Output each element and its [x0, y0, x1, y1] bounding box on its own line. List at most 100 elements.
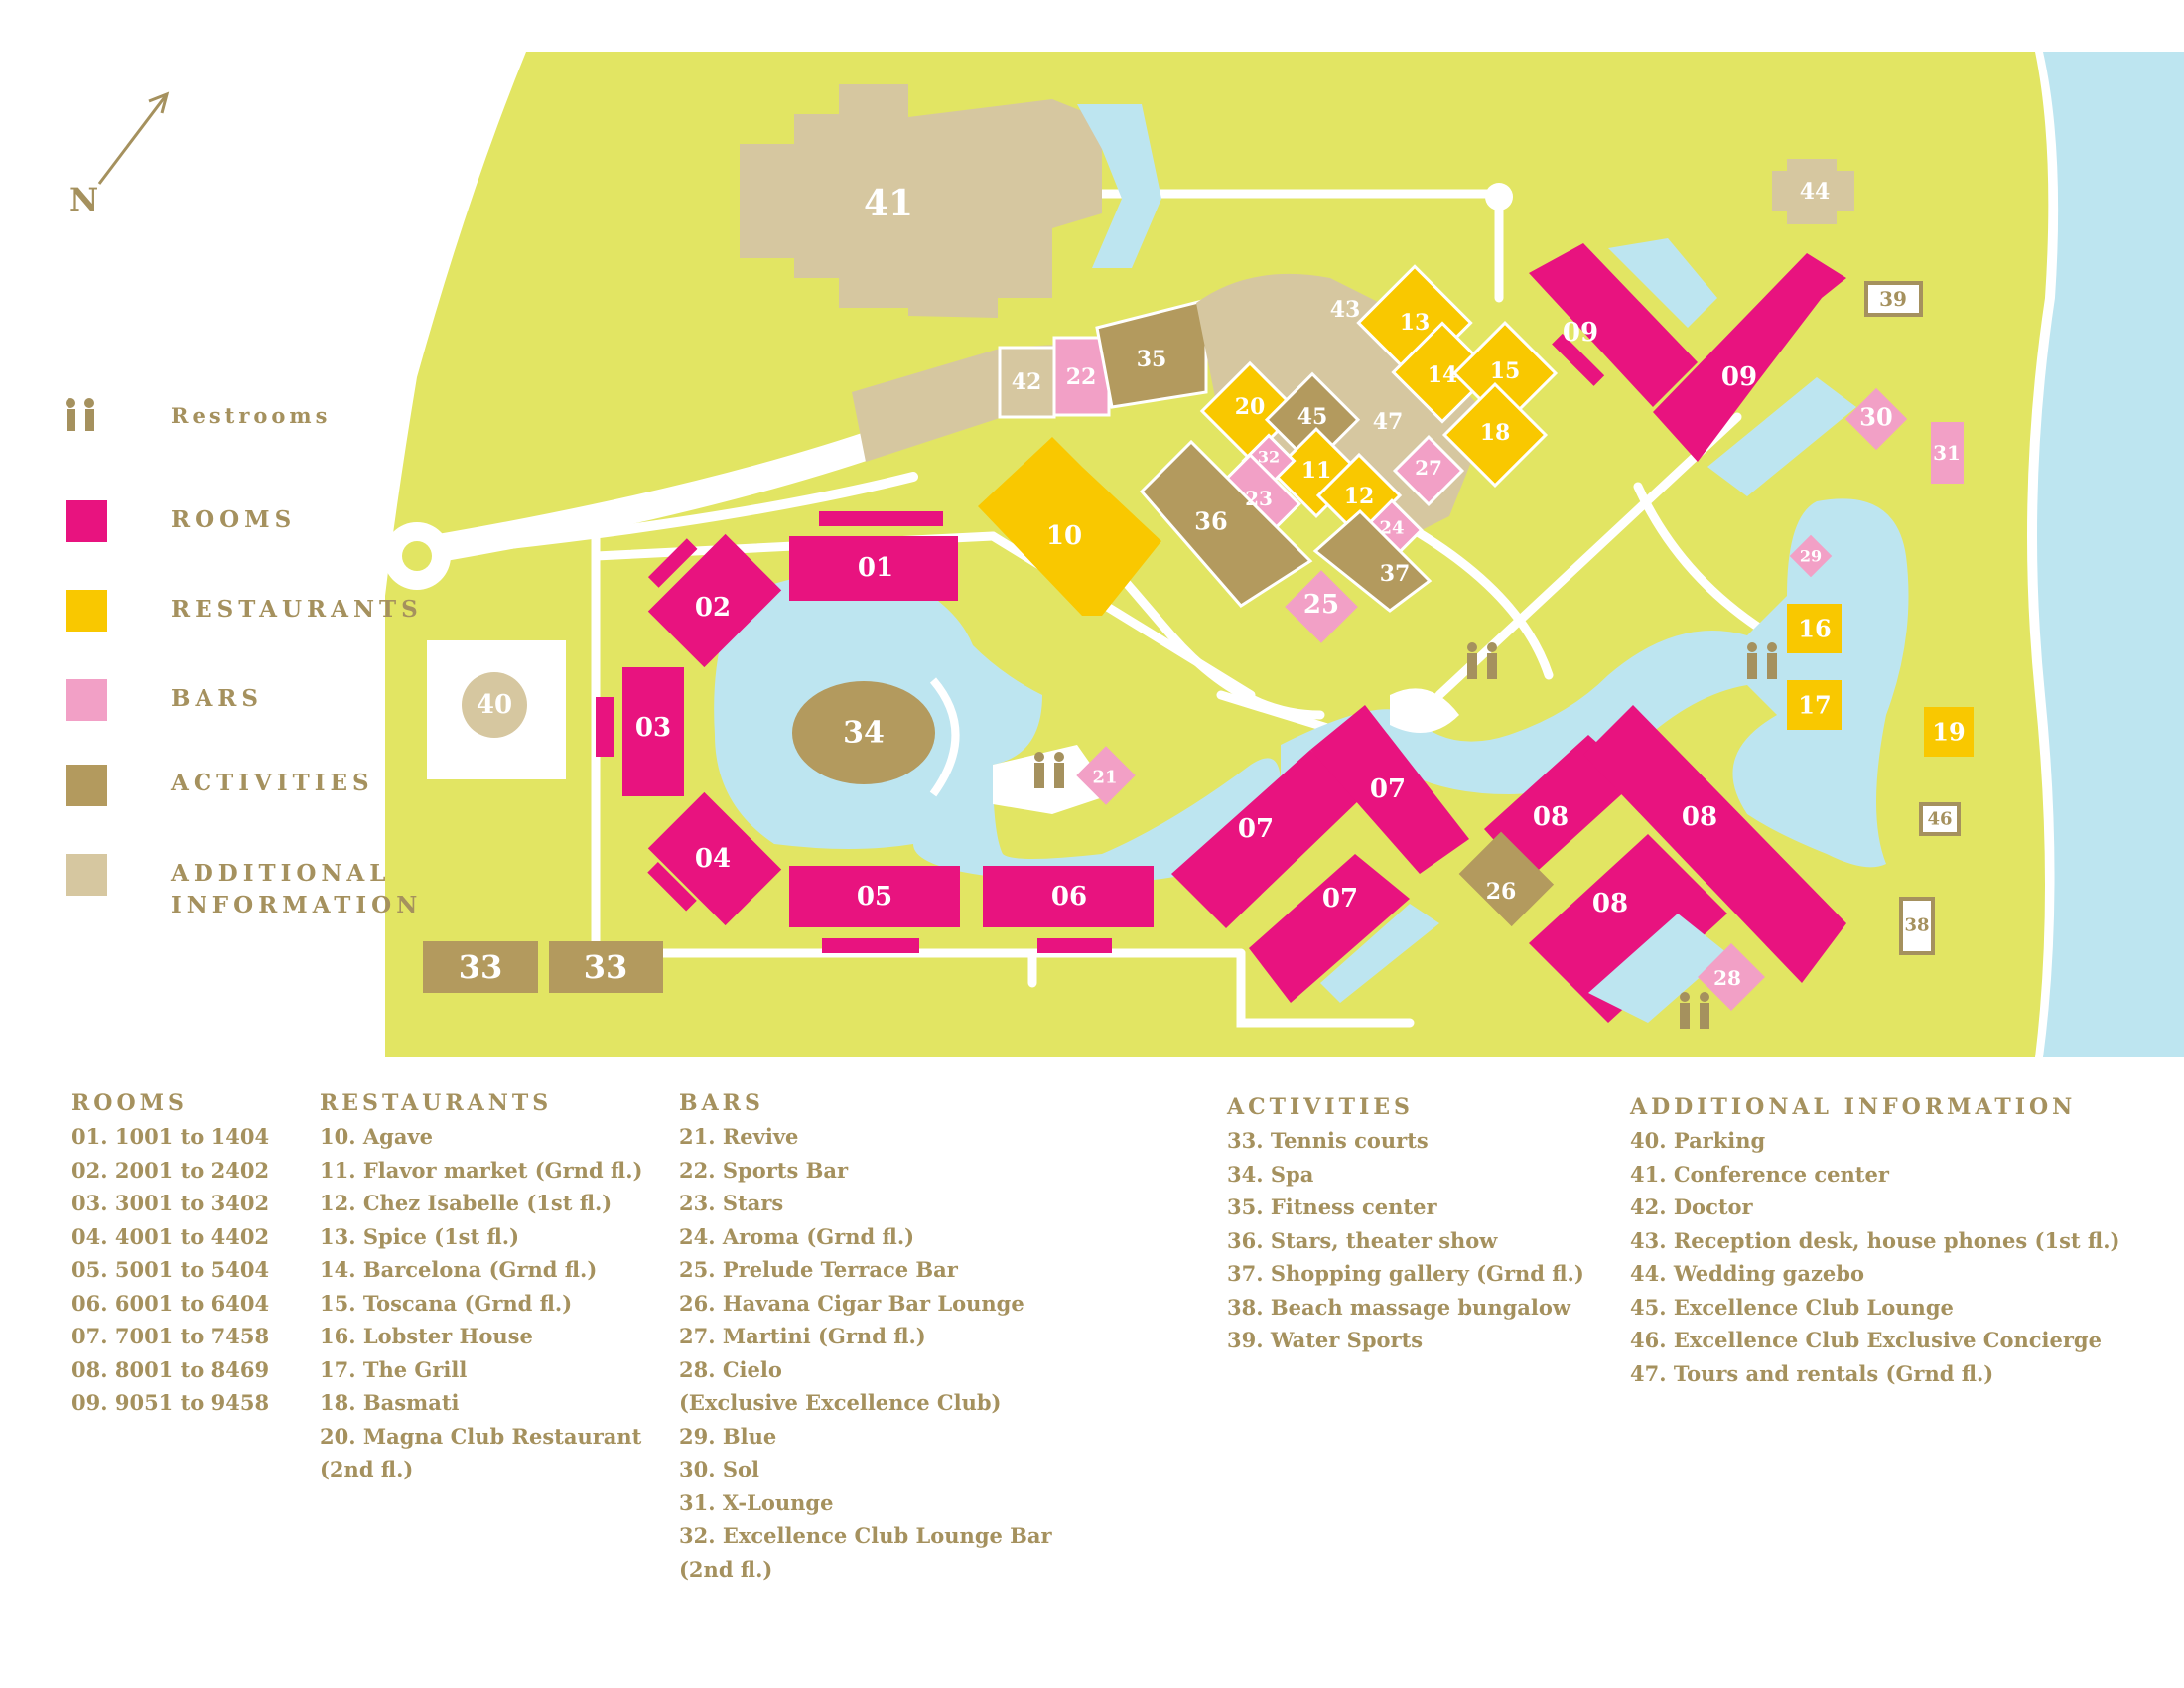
key-item: (2nd fl.) [320, 1457, 414, 1481]
svg-text:28: 28 [1713, 966, 1741, 990]
svg-text:27: 27 [1415, 456, 1442, 480]
key-item: 07. 7001 to 7458 [71, 1324, 270, 1348]
legend-rooms: ROOMS [171, 506, 297, 533]
area-14[interactable] [1391, 321, 1494, 424]
svg-text:45: 45 [1297, 404, 1328, 430]
area-07a[interactable] [1171, 750, 1360, 928]
svg-text:21: 21 [1092, 768, 1117, 788]
key-item: 44. Wedding gazebo [1630, 1261, 1864, 1286]
key-item: 32. Excellence Club Lounge Bar [679, 1523, 1052, 1548]
spa-arc [929, 677, 960, 797]
area-28[interactable] [1698, 943, 1765, 1011]
key-item: (2nd fl.) [679, 1556, 773, 1582]
area-33a[interactable] [423, 941, 538, 993]
svg-text:31: 31 [1933, 441, 1961, 465]
area-09b[interactable] [1653, 253, 1846, 462]
area-38[interactable] [1899, 897, 1935, 955]
svg-text:32: 32 [1258, 448, 1280, 467]
area-26[interactable] [1458, 831, 1555, 927]
area-41[interactable] [740, 84, 1102, 318]
area-06[interactable] [983, 866, 1154, 927]
legend-swatch-activities [66, 765, 107, 806]
pool-island [1390, 688, 1459, 733]
room-blocks-west [596, 511, 1154, 953]
area-05[interactable] [789, 866, 960, 927]
key-item: 23. Stars [679, 1191, 784, 1215]
room-blocks-09 [1529, 243, 1846, 462]
area-18[interactable] [1441, 381, 1549, 489]
svg-text:33: 33 [584, 948, 628, 986]
key-item: 31. X-Lounge [679, 1489, 834, 1515]
area-19[interactable] [1924, 707, 1974, 757]
area-37[interactable] [1312, 508, 1433, 613]
key-item: 04. 4001 to 4402 [71, 1223, 270, 1249]
key-item: 12. Chez Isabelle (1st fl.) [320, 1191, 613, 1215]
area-21[interactable] [1076, 746, 1136, 805]
area-01[interactable] [789, 536, 958, 601]
key-item: 41. Conference center [1630, 1161, 1889, 1187]
area-29[interactable] [1789, 534, 1833, 578]
area-02[interactable] [647, 533, 782, 668]
key-item: 30. Sol [679, 1457, 759, 1481]
key-additional-title: ADDITIONAL INFORMATION [1630, 1094, 2077, 1120]
svg-text:19: 19 [1932, 718, 1965, 747]
svg-text:43: 43 [1330, 297, 1361, 323]
area-25[interactable] [1285, 570, 1358, 643]
area-08c[interactable] [1529, 834, 1727, 1023]
svg-text:42: 42 [1012, 369, 1042, 395]
area-27[interactable] [1392, 434, 1465, 507]
area-17[interactable] [1787, 680, 1842, 730]
svg-text:25: 25 [1303, 590, 1339, 620]
area-07c[interactable] [1249, 854, 1410, 1003]
area-20[interactable] [1199, 360, 1300, 462]
key-item: (Exclusive Excellence Club) [679, 1390, 1002, 1415]
svg-text:06: 06 [1051, 882, 1087, 912]
area-08b[interactable] [1583, 705, 1846, 983]
legend-swatch-additional [66, 854, 107, 896]
area-03[interactable] [622, 667, 684, 796]
area-44[interactable] [1772, 159, 1854, 224]
area-09a[interactable] [1529, 243, 1698, 407]
key-item: 46. Excellence Club Exclusive Concierge [1630, 1328, 2102, 1352]
pool-08 [1588, 914, 1727, 1023]
svg-text:05: 05 [857, 882, 892, 912]
key-item: 03. 3001 to 3402 [71, 1191, 270, 1215]
svg-text:15: 15 [1490, 358, 1521, 384]
legend-swatch-rooms [66, 500, 107, 542]
area-39[interactable] [1864, 281, 1923, 317]
area-40[interactable] [462, 672, 527, 738]
svg-text:44: 44 [1800, 179, 1831, 205]
area-45[interactable] [1264, 371, 1361, 468]
key-item: 20. Magna Club Restaurant [320, 1423, 642, 1449]
svg-text:39: 39 [1879, 287, 1907, 311]
key-item: 17. The Grill [320, 1356, 468, 1382]
svg-text:37: 37 [1380, 561, 1411, 587]
area-36[interactable] [1139, 439, 1313, 608]
area-46[interactable] [1919, 802, 1961, 836]
legend-additional-1: ADDITIONAL [171, 860, 391, 887]
svg-text:08: 08 [1533, 802, 1569, 832]
area-10[interactable] [978, 437, 1161, 616]
svg-text:24: 24 [1379, 518, 1404, 539]
key-item: 26. Havana Cigar Bar Lounge [679, 1290, 1024, 1316]
key-item: 13. Spice (1st fl.) [320, 1223, 520, 1249]
area-34[interactable] [792, 681, 935, 784]
area-35[interactable] [1095, 298, 1208, 409]
key-item: 40. Parking [1630, 1128, 1766, 1153]
area-16[interactable] [1787, 604, 1842, 653]
area-33b[interactable] [549, 941, 663, 993]
restroom-icon [1034, 752, 1064, 788]
area-07b[interactable] [1310, 705, 1469, 874]
svg-text:08: 08 [1682, 802, 1717, 832]
area-04[interactable] [647, 791, 782, 926]
key-bars: BARS 21. Revive 22. Sports Bar 23. Stars… [679, 1090, 1052, 1586]
legend-restaurants: RESTAURANTS [171, 596, 423, 623]
legend-activities: ACTIVITIES [171, 770, 374, 796]
svg-text:23: 23 [1245, 487, 1273, 510]
svg-text:13: 13 [1400, 310, 1431, 336]
area-31[interactable] [1931, 422, 1964, 484]
pool-07 [1320, 904, 1439, 1003]
key-item: 18. Basmati [320, 1390, 460, 1415]
svg-text:09: 09 [1721, 362, 1757, 392]
svg-text:20: 20 [1235, 394, 1266, 420]
